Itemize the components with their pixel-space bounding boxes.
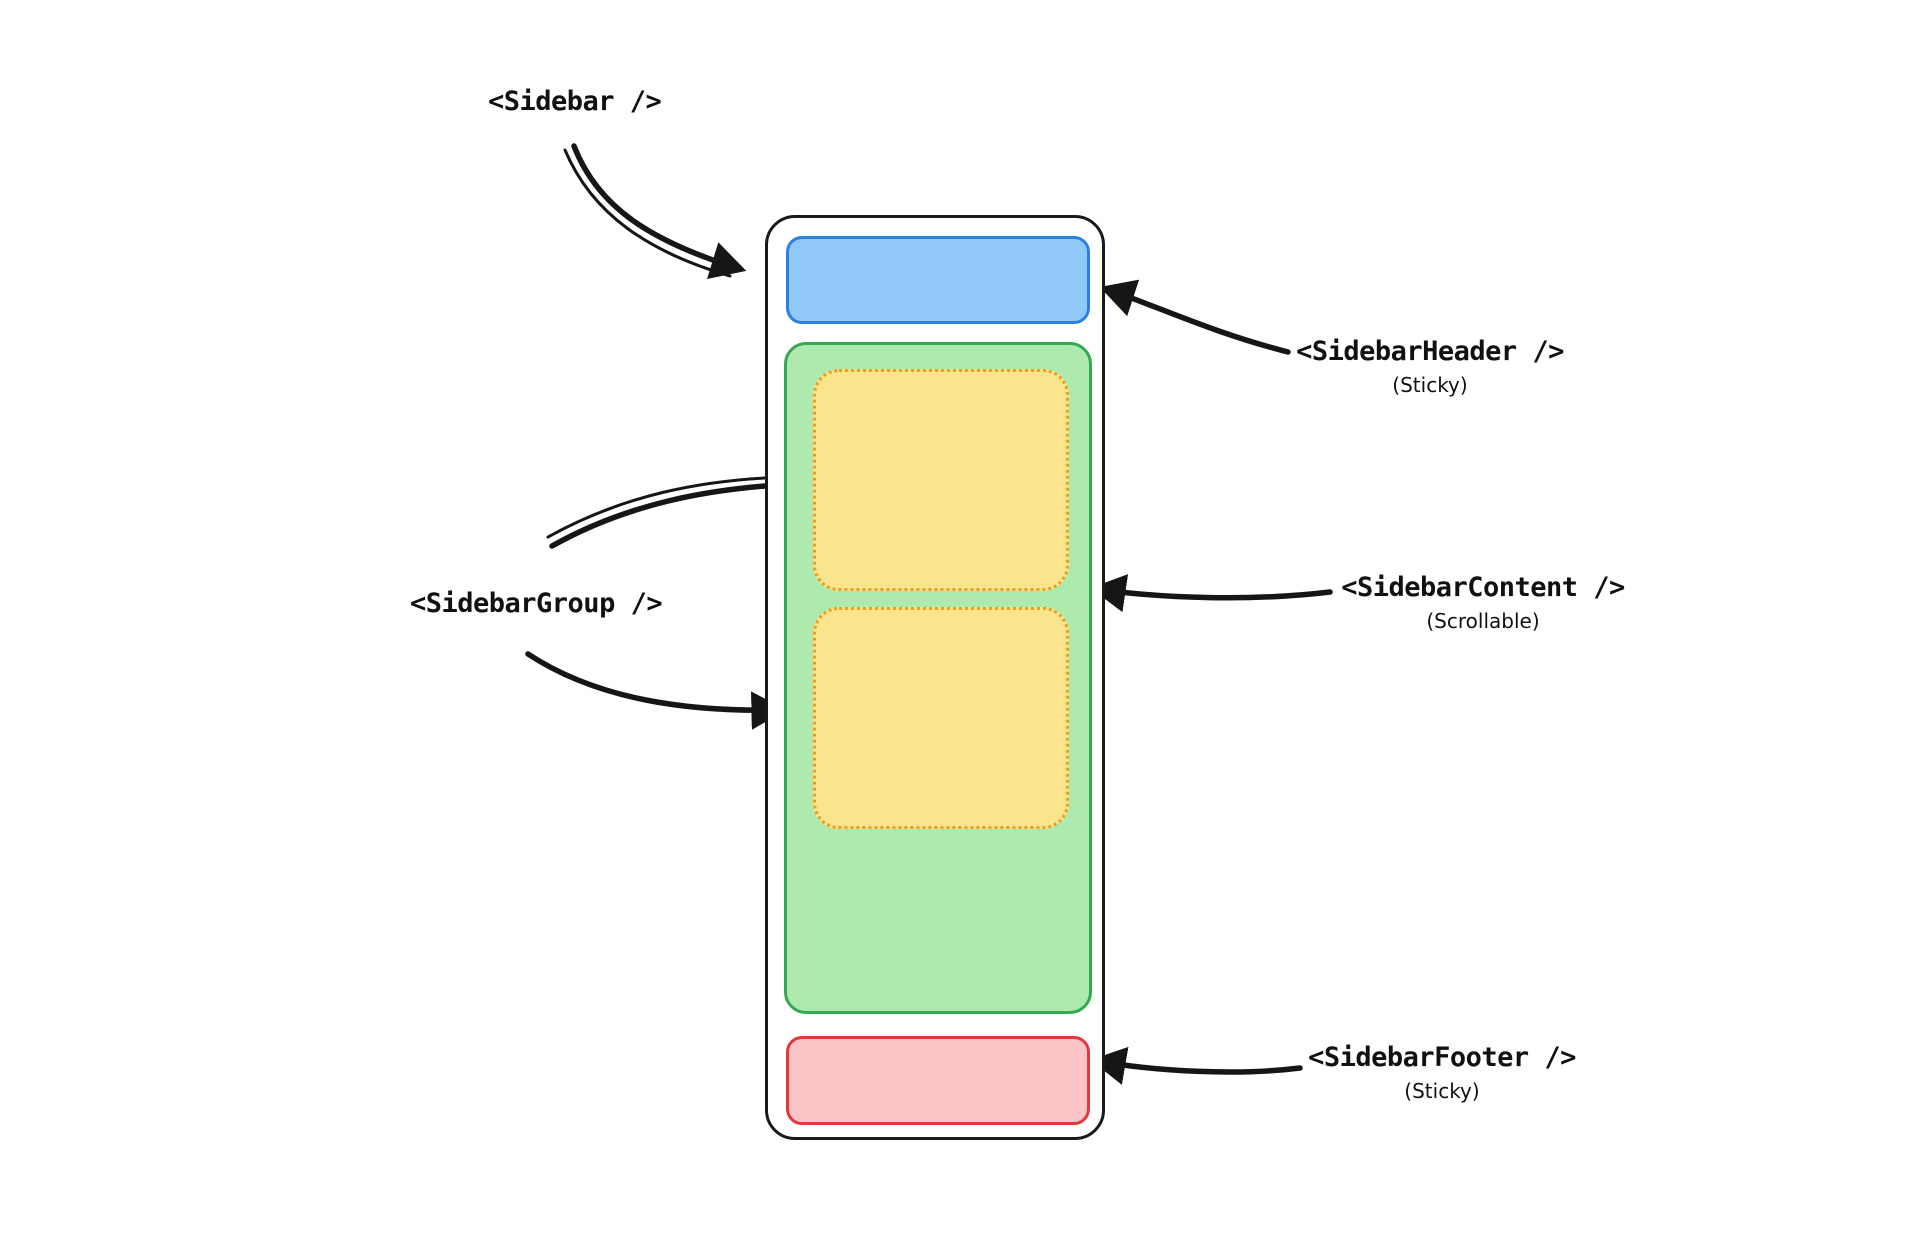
sidebar-footer-box (786, 1036, 1090, 1125)
sidebar-group-label: <SidebarGroup /> (410, 588, 663, 619)
sidebar-content-box (784, 342, 1092, 1014)
sidebar-footer-sublabel: (Sticky) (1404, 1079, 1480, 1103)
arrow-group-1-echo (546, 475, 792, 539)
sidebar-footer-label: <SidebarFooter /> (1308, 1042, 1576, 1073)
sidebar-content-label: <SidebarContent /> (1341, 572, 1625, 603)
arrow-group-1 (549, 466, 804, 549)
sidebar-header-annotation: <SidebarHeader /> (Sticky) (1290, 336, 1570, 397)
arrow-footer (1090, 1046, 1303, 1085)
sidebar-content-sublabel: (Scrollable) (1426, 609, 1540, 633)
arrow-header (1099, 279, 1291, 355)
sidebar-label: <Sidebar /> (488, 86, 662, 117)
sidebar-group-box-2 (813, 607, 1069, 829)
arrow-sidebar (571, 143, 747, 280)
arrow-group-2 (525, 651, 787, 730)
sidebar-header-label: <SidebarHeader /> (1296, 336, 1564, 367)
sidebar-footer-annotation: <SidebarFooter /> (Sticky) (1304, 1042, 1580, 1103)
sidebar-header-sublabel: (Sticky) (1392, 373, 1468, 397)
arrow-sidebar-echo (563, 148, 732, 278)
sidebar-header-box (786, 236, 1090, 324)
sidebar-content-annotation: <SidebarContent /> (Scrollable) (1337, 572, 1629, 633)
arrow-content (1090, 574, 1333, 613)
sidebar-group-box-1 (813, 369, 1069, 591)
sidebar-container-box (765, 215, 1105, 1140)
